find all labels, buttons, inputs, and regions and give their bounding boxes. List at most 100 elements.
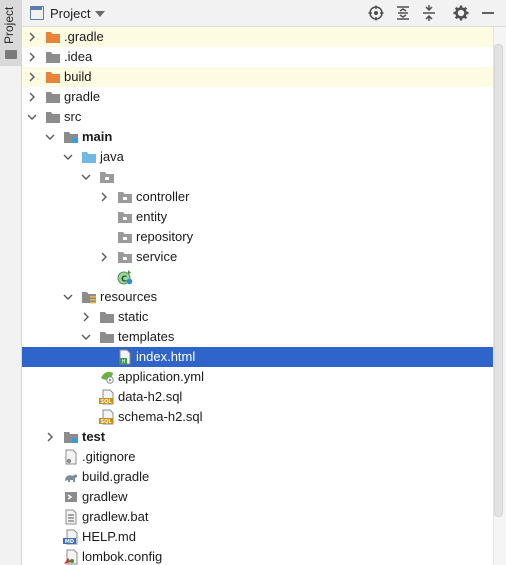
chevron-right-icon[interactable]	[27, 92, 37, 102]
tree-row-label: application.yml	[118, 369, 204, 384]
tree-row-label: data-h2.sql	[118, 389, 183, 404]
sql-file-icon: SQL	[99, 409, 115, 425]
gitignore-file-icon	[63, 449, 79, 465]
package-icon	[117, 190, 133, 204]
yml-file-icon	[99, 369, 115, 384]
chevron-right-icon[interactable]	[45, 432, 55, 442]
chevron-down-icon[interactable]	[81, 172, 91, 182]
tree-row[interactable]: controller	[22, 187, 493, 207]
svg-text:SQL: SQL	[100, 399, 112, 405]
tree-row[interactable]: repository	[22, 227, 493, 247]
project-view-selector[interactable]: Project	[50, 6, 91, 21]
tree-row-label: java	[100, 149, 124, 164]
folder-gray-icon	[45, 110, 61, 124]
chevron-down-icon[interactable]	[63, 152, 73, 162]
folder-gray-icon	[99, 310, 115, 324]
tree-row[interactable]: gradle	[22, 87, 493, 107]
tree-row[interactable]: SQL data-h2.sql	[22, 387, 493, 407]
tree-row[interactable]: application.yml	[22, 367, 493, 387]
project-tool-window-tab[interactable]: Project	[0, 0, 21, 66]
minimize-icon[interactable]	[480, 5, 496, 21]
project-view-icon	[30, 6, 44, 20]
chevron-down-icon[interactable]	[81, 332, 91, 342]
tree-row-label: test	[82, 429, 106, 444]
tree-row-label: schema-h2.sql	[118, 409, 203, 424]
chevron-down-icon[interactable]	[95, 11, 105, 17]
project-tool-window-label: Project	[2, 6, 16, 44]
chevron-right-icon[interactable]	[27, 32, 37, 42]
tree-row[interactable]: resources	[22, 287, 493, 307]
locate-icon[interactable]	[368, 5, 384, 21]
svg-text:MD: MD	[65, 539, 74, 545]
tree-row[interactable]: build.gradle	[22, 467, 493, 487]
svg-text:SQL: SQL	[100, 419, 112, 425]
resources-folder-icon	[81, 290, 97, 304]
tree-row[interactable]: .gitignore	[22, 447, 493, 467]
shell-file-icon	[63, 489, 79, 503]
tree-row[interactable]: service	[22, 247, 493, 267]
tree-row[interactable]: SQL schema-h2.sql	[22, 407, 493, 427]
package-icon	[117, 230, 133, 244]
tree-row-label: .gitignore	[82, 449, 136, 464]
tree-row-label: repository	[136, 229, 194, 244]
tree-row[interactable]: gradlew.bat	[22, 507, 493, 527]
tree-row[interactable]	[22, 167, 493, 187]
package-icon	[99, 170, 115, 184]
tree-row[interactable]: test	[22, 427, 493, 447]
config-file-icon	[63, 549, 79, 565]
tree-row-label: gradle	[64, 89, 101, 104]
package-icon	[117, 250, 133, 264]
chevron-right-icon[interactable]	[27, 52, 37, 62]
tree-row[interactable]: build	[22, 67, 493, 87]
tree-row-label: build.gradle	[82, 469, 150, 484]
tree-row-label: gradlew	[82, 489, 128, 504]
tree-row-label: service	[136, 249, 178, 264]
chevron-right-icon[interactable]	[99, 252, 109, 262]
tree-row-label: index.html	[136, 349, 196, 364]
folder-orange-icon	[45, 70, 61, 84]
tree-row[interactable]: MD HELP.md	[22, 527, 493, 547]
tree-row[interactable]: .idea	[22, 47, 493, 67]
tree-row[interactable]: main	[22, 127, 493, 147]
svg-text:H: H	[122, 359, 126, 365]
tree-row[interactable]: C	[22, 267, 493, 287]
tree-row[interactable]: java	[22, 147, 493, 167]
tree-row-label: resources	[100, 289, 158, 304]
chevron-right-icon[interactable]	[27, 72, 37, 82]
tree-row-label: .idea	[64, 49, 93, 64]
tree-row-label: lombok.config	[82, 549, 163, 564]
module-folder-icon	[63, 430, 79, 444]
gear-icon[interactable]	[453, 5, 469, 21]
html-file-icon: H	[117, 349, 133, 365]
bat-file-icon	[63, 509, 79, 525]
package-icon	[117, 210, 133, 224]
module-folder-icon	[63, 130, 79, 144]
tree-row[interactable]: lombok.config	[22, 547, 493, 565]
chevron-down-icon[interactable]	[45, 132, 55, 142]
tree-row[interactable]: src	[22, 107, 493, 127]
tree-row[interactable]: gradlew	[22, 487, 493, 507]
tree-row-label: controller	[136, 189, 190, 204]
gradle-file-icon	[63, 469, 79, 483]
chevron-right-icon[interactable]	[81, 312, 91, 322]
tree-row[interactable]: templates	[22, 327, 493, 347]
tree-row-label: static	[118, 309, 149, 324]
folder-orange-icon	[45, 30, 61, 44]
chevron-down-icon[interactable]	[27, 112, 37, 122]
collapse-all-icon[interactable]	[421, 5, 437, 21]
chevron-right-icon[interactable]	[99, 192, 109, 202]
chevron-down-icon[interactable]	[63, 292, 73, 302]
expand-all-icon[interactable]	[395, 5, 411, 21]
tree-row-label: build	[64, 69, 92, 84]
tree-row-label: .gradle	[64, 29, 104, 44]
spring-class-icon: C	[117, 269, 133, 285]
tree-row[interactable]: .gradle	[22, 27, 493, 47]
scrollbar-thumb[interactable]	[494, 44, 503, 517]
tree-row-label: HELP.md	[82, 529, 136, 544]
tree-row[interactable]: entity	[22, 207, 493, 227]
folder-gray-icon	[99, 330, 115, 344]
tree-row[interactable]: static	[22, 307, 493, 327]
sql-file-icon: SQL	[99, 389, 115, 405]
